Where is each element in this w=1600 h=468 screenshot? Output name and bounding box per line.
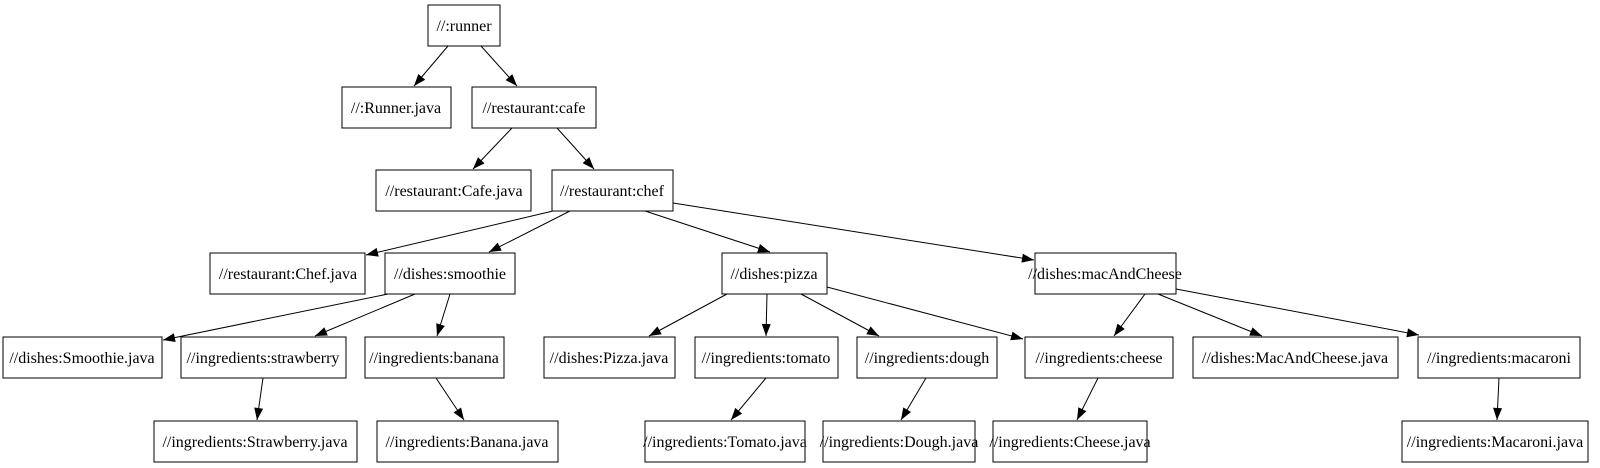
edge-runner-to-runner_java [413, 45, 449, 87]
edge-smoothie-to-banana [436, 293, 451, 337]
node-label: //:Runner.java [351, 100, 441, 117]
node-box [1024, 336, 1174, 379]
node-chef: //restaurant:chef [551, 169, 674, 212]
node-strawberry_java: //ingredients:Strawberry.java [153, 420, 358, 463]
edge-tomato-to-tomato_java [730, 377, 767, 421]
node-label: //dishes:macAndCheese [1028, 266, 1182, 283]
node-runner: //:runner [427, 4, 501, 47]
edge-cheese-to-cheese_java [1076, 377, 1099, 421]
node-box [209, 252, 366, 295]
node-box [153, 420, 358, 463]
edge-chef-to-pizza [644, 210, 771, 253]
node-label: //:runner [436, 18, 492, 35]
node-label: //restaurant:Cafe.java [385, 183, 522, 200]
node-cheese: //ingredients:cheese [1024, 336, 1174, 379]
edge-pizza-to-dough [800, 293, 880, 337]
edge-macAndCheese-to-macAndCheese_java [1157, 293, 1263, 337]
node-box [721, 252, 828, 295]
node-strawberry: //ingredients:strawberry [180, 336, 347, 379]
node-box [992, 420, 1148, 463]
node-box [471, 86, 597, 129]
node-label: //ingredients:macaroni [1427, 350, 1572, 367]
node-label: //ingredients:Cheese.java [989, 434, 1150, 451]
node-label: //ingredients:strawberry [187, 350, 340, 367]
node-box [364, 336, 505, 379]
node-banana: //ingredients:banana [364, 336, 505, 379]
node-box [543, 336, 676, 379]
edge-pizza-to-cheese [826, 286, 1024, 341]
node-macAndCheese: //dishes:macAndCheese [1028, 252, 1182, 295]
node-box [856, 336, 998, 379]
node-label: //dishes:pizza [730, 266, 817, 283]
node-box [376, 420, 559, 463]
node-label: //restaurant:cafe [482, 100, 585, 117]
node-label: //ingredients:cheese [1035, 350, 1162, 367]
node-macaroni: //ingredients:macaroni [1417, 336, 1581, 379]
node-label: //ingredients:Dough.java [820, 434, 979, 451]
node-label: //ingredients:Macaroni.java [1407, 434, 1583, 451]
node-smoothie: //dishes:smoothie [384, 252, 516, 295]
node-label: //ingredients:Strawberry.java [162, 434, 347, 451]
edge-pizza-to-pizza_java [648, 293, 728, 337]
edge-smoothie-to-smoothie_java [162, 293, 389, 343]
node-label: //ingredients:Banana.java [385, 434, 548, 451]
node-dough_java: //ingredients:Dough.java [820, 420, 979, 463]
node-box [551, 169, 674, 212]
node-banana_java: //ingredients:Banana.java [376, 420, 559, 463]
edge-smoothie-to-strawberry [314, 293, 416, 337]
node-tomato: //ingredients:tomato [694, 336, 839, 379]
node-box [375, 169, 532, 212]
edge-pizza-to-tomato [761, 293, 771, 337]
node-box [341, 86, 452, 129]
edge-chef-to-smoothie [488, 210, 571, 253]
node-box [2, 336, 163, 379]
node-label: //dishes:smoothie [394, 266, 506, 283]
node-box [1192, 336, 1399, 379]
node-box [180, 336, 347, 379]
node-label: //dishes:Pizza.java [550, 350, 669, 367]
edge-runner-to-cafe [480, 45, 518, 87]
node-box [644, 420, 806, 463]
edge-chef-to-chef_java [365, 210, 554, 257]
node-label: //ingredients:tomato [702, 350, 831, 367]
node-macAndCheese_java: //dishes:MacAndCheese.java [1192, 336, 1399, 379]
node-label: //ingredients:Tomato.java [643, 434, 807, 451]
node-box [1034, 252, 1177, 295]
node-runner_java: //:Runner.java [341, 86, 452, 129]
node-cafe_java: //restaurant:Cafe.java [375, 169, 532, 212]
edge-cafe-to-cafe_java [472, 127, 513, 170]
edge-macAndCheese-to-cheese [1113, 293, 1146, 337]
node-box [1417, 336, 1581, 379]
node-box [1401, 420, 1589, 463]
node-label: //ingredients:dough [865, 350, 989, 367]
edge-macAndCheese-to-macaroni [1175, 288, 1420, 338]
node-chef_java: //restaurant:Chef.java [209, 252, 366, 295]
node-box [694, 336, 839, 379]
node-dough: //ingredients:dough [856, 336, 998, 379]
node-box [384, 252, 516, 295]
node-label: //restaurant:Chef.java [219, 266, 357, 283]
node-smoothie_java: //dishes:Smoothie.java [2, 336, 163, 379]
edge-dough-to-dough_java [900, 377, 927, 421]
node-layer: //:runner //:Runner.java //restaurant:ca… [2, 4, 1589, 463]
node-box [427, 4, 501, 47]
node-label: //ingredients:banana [369, 350, 499, 367]
node-pizza: //dishes:pizza [721, 252, 828, 295]
node-box [822, 420, 976, 463]
node-label: //dishes:Smoothie.java [9, 350, 154, 367]
edge-strawberry-to-strawberry_java [254, 377, 264, 421]
node-label: //restaurant:chef [560, 183, 665, 200]
edge-macaroni-to-macaroni_java [1493, 377, 1503, 421]
edge-banana-to-banana_java [435, 377, 465, 421]
node-pizza_java: //dishes:Pizza.java [543, 336, 676, 379]
edge-cafe-to-chef [556, 127, 595, 170]
node-macaroni_java: //ingredients:Macaroni.java [1401, 420, 1589, 463]
node-label: //dishes:MacAndCheese.java [1202, 350, 1388, 367]
node-tomato_java: //ingredients:Tomato.java [643, 420, 807, 463]
node-cafe: //restaurant:cafe [471, 86, 597, 129]
edge-chef-to-macAndCheese [672, 202, 1035, 263]
edge-layer [162, 45, 1503, 421]
node-cheese_java: //ingredients:Cheese.java [989, 420, 1151, 463]
